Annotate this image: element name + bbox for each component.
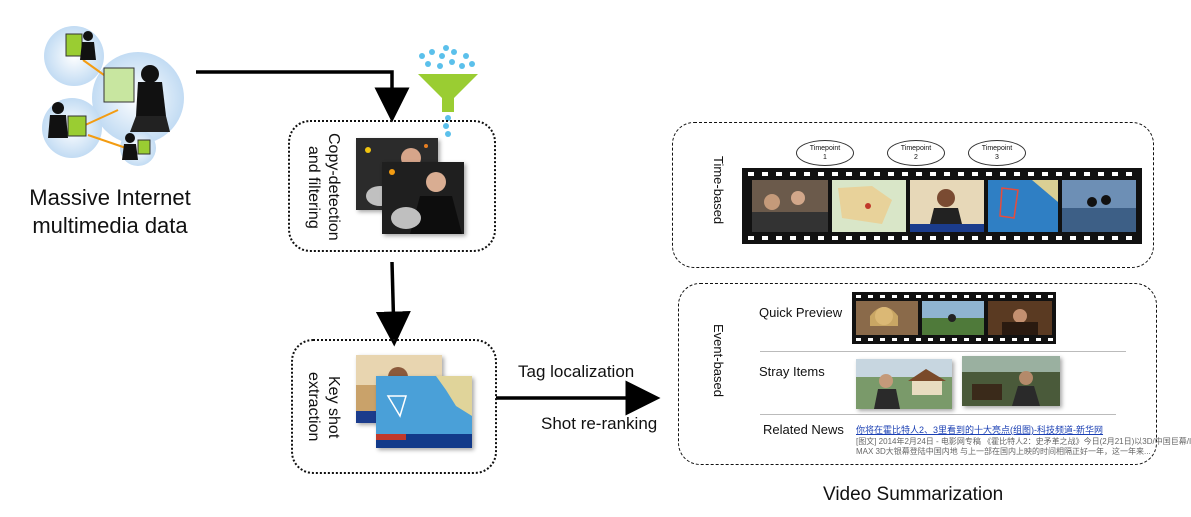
copy-detection-label-line1: Copy-detection [325, 133, 342, 241]
soccer-photo-2 [382, 162, 464, 234]
key-shot-label: Key shot extraction [303, 348, 343, 466]
timepoint-bubble-1: Timepoint 1 [796, 140, 854, 166]
time-based-filmstrip [742, 168, 1142, 244]
arrow-copy-to-keyshot [375, 261, 411, 347]
timepoint-bubble-3: Timepoint 3 [968, 140, 1026, 166]
timepoint-bubble-2: Timepoint 2 [887, 140, 945, 166]
related-news-snippet-2: MAX 3D大银幕登陆中国内地 与上一部在国内上映的时间相隔正好一年，这一年来.… [856, 447, 1151, 456]
shot-reranking-label: Shot re-ranking [541, 414, 658, 433]
stray-item-photo-2 [962, 356, 1060, 406]
filter-funnel-icon [418, 45, 478, 137]
event-based-box [678, 283, 1157, 465]
source-label-line2: multimedia data [32, 213, 188, 238]
people-laptops-illustration [42, 26, 184, 166]
source-label: Massive Internet multimedia data [0, 184, 220, 240]
news-frame-photo-2 [376, 376, 472, 448]
related-news-snippet-1: [图文] 2014年2月24日 - 电影网专稿 《霍比特人2：史矛革之战》今日(… [856, 437, 1191, 446]
stray-item-photo-1 [856, 359, 952, 409]
key-shot-box [291, 339, 497, 474]
copy-detection-box [288, 120, 496, 252]
divider-1 [760, 351, 1126, 352]
quick-preview-filmstrip [852, 292, 1056, 344]
event-based-label: Event-based [711, 323, 726, 397]
copy-detection-label-line2: and filtering [305, 145, 322, 229]
time-based-label: Time-based [711, 155, 726, 225]
key-shot-label-line2: extraction [305, 372, 322, 442]
copy-detection-label: Copy-detection and filtering [303, 128, 343, 246]
flow-arrows [196, 70, 661, 416]
key-shot-label-line1: Key shot [325, 375, 342, 439]
arrow-source-to-copy [196, 70, 410, 123]
divider-2 [760, 414, 1116, 415]
source-label-line1: Massive Internet [29, 185, 191, 210]
tag-localization-label: Tag localization [518, 362, 635, 381]
stray-items-label: Stray Items [759, 364, 825, 379]
related-news-label: Related News [763, 422, 844, 437]
related-news-title[interactable]: 你将在霍比特人2、3里看到的十大亮点(组图)-科技频道-新华网 [856, 425, 1104, 435]
quick-preview-label: Quick Preview [759, 305, 843, 320]
time-based-box [672, 122, 1154, 268]
video-summarization-label: Video Summarization [823, 484, 1004, 505]
